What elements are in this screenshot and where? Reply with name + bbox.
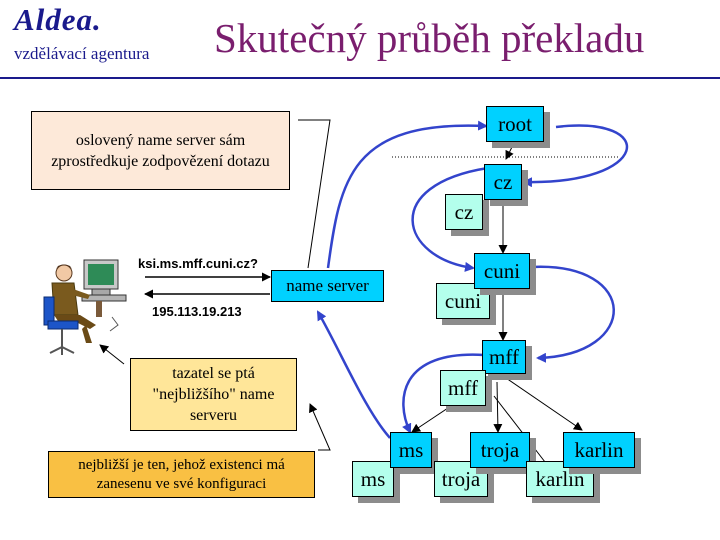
page-title: Skutečný průběh překladu — [214, 15, 645, 61]
node-ms-server: ms — [352, 461, 394, 497]
node-mff-server: mff — [440, 370, 486, 406]
node-cuni-server: cuni — [436, 283, 490, 319]
computer-user-icon — [43, 259, 127, 355]
node-cuni-tree: cuni — [474, 253, 530, 289]
ask-note: tazatel se ptá "nejbližšího" name server… — [130, 358, 297, 431]
edge-mff-karlin-copy — [493, 395, 546, 463]
node-cz-server: cz — [445, 194, 483, 230]
server-note: oslovený name server sám zprostředkuje z… — [31, 111, 290, 190]
blue-arrow-cuni-mff — [531, 265, 615, 363]
blue-arrow-ns-root — [326, 120, 488, 269]
edge-mff-karlin — [505, 377, 583, 431]
leader-ask-note — [99, 344, 125, 365]
query-label: ksi.ms.mff.cuni.cz? — [138, 256, 258, 271]
blue-arrow-cz-cuni — [411, 166, 489, 272]
edge-mff-troja — [493, 381, 503, 433]
nearest-note: nejbližší je ten, jehož existenci má zan… — [48, 451, 315, 498]
name-server-box: name server — [271, 270, 384, 302]
leader-server-note — [298, 119, 331, 269]
blue-arrow-ms-ns — [316, 310, 391, 439]
blue-arrow-root-cz — [522, 124, 629, 188]
node-karlin-tree: karlin — [563, 432, 635, 468]
logo: Aldea. — [14, 2, 102, 37]
leader-nearest-note — [309, 403, 331, 451]
node-ms-tree: ms — [390, 432, 432, 468]
answer-label: 195.113.19.213 — [152, 304, 242, 319]
node-cz-tree: cz — [484, 164, 522, 200]
title-divider — [0, 77, 720, 79]
node-mff-tree: mff — [482, 340, 526, 374]
edge-root-cz — [505, 146, 514, 160]
node-root: root — [486, 106, 544, 142]
blue-arrow-mff-ms — [402, 353, 485, 434]
tagline: vzdělávací agentura — [14, 44, 150, 63]
node-troja-tree: troja — [470, 432, 530, 468]
